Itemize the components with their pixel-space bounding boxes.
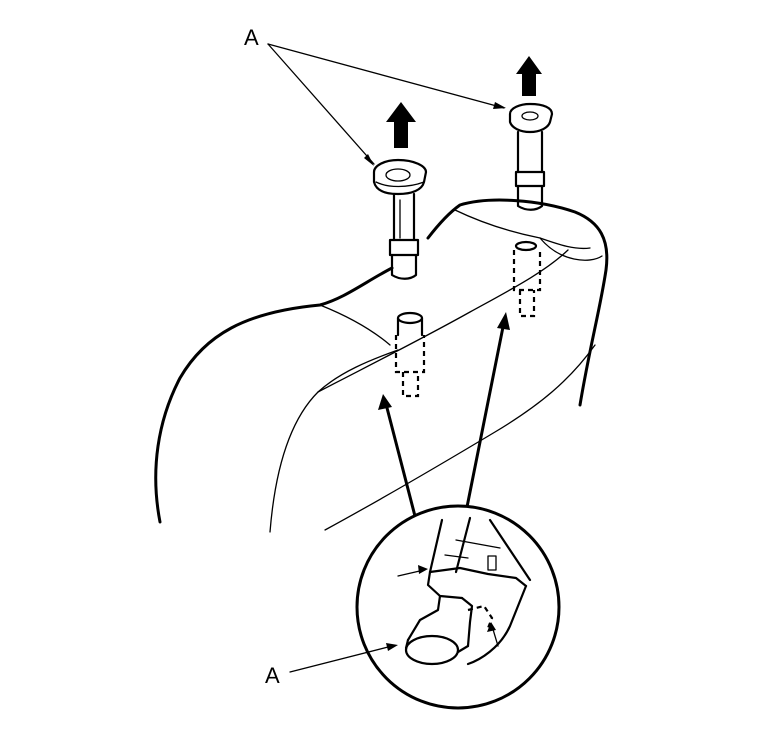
socket-right [512,240,542,318]
detail-pointer-arrows [378,312,510,524]
leader-line-bottom [289,643,398,673]
headrest-guide-left [372,158,428,280]
headrest-guide-right [508,102,554,211]
seat-back [154,198,609,533]
leader-lines-top [267,43,506,166]
callout-label-a-bottom: A [265,663,280,688]
up-arrow-left [386,102,416,148]
callout-label-a-top: A [244,25,259,50]
socket-left [394,311,426,398]
detail-circle [355,504,561,710]
up-arrow-right [516,56,542,96]
